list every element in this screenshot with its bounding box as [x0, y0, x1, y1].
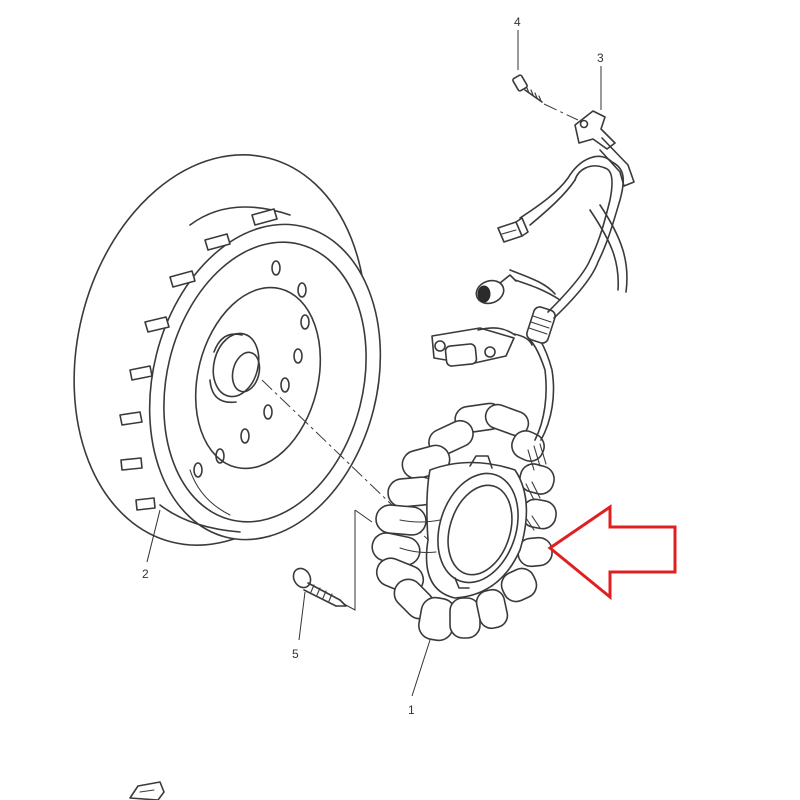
pickup-coil [431, 327, 533, 367]
callout-2: 2 [142, 567, 149, 581]
callouts: 4 3 2 5 1 [142, 15, 604, 717]
callout-3: 3 [597, 51, 604, 65]
wire-clamp-bracket [574, 110, 635, 187]
screw-part-4 [512, 74, 579, 121]
rotor-holes [193, 260, 310, 478]
red-highlight-arrow [547, 504, 677, 601]
callout-4: 4 [514, 15, 521, 29]
callout-1: 1 [408, 703, 415, 717]
harness-connector-round [475, 274, 517, 305]
axis-centerline [261, 379, 471, 581]
flywheel-rotor [73, 154, 382, 546]
corner-logo-fragment [129, 781, 165, 800]
stator-assembly [371, 402, 557, 642]
harness-connector-upper [497, 217, 529, 243]
wire-harness [509, 155, 628, 441]
bolt-part-5 [292, 509, 373, 611]
rotor-rim-tabs [119, 208, 278, 511]
callout-5: 5 [292, 647, 299, 661]
